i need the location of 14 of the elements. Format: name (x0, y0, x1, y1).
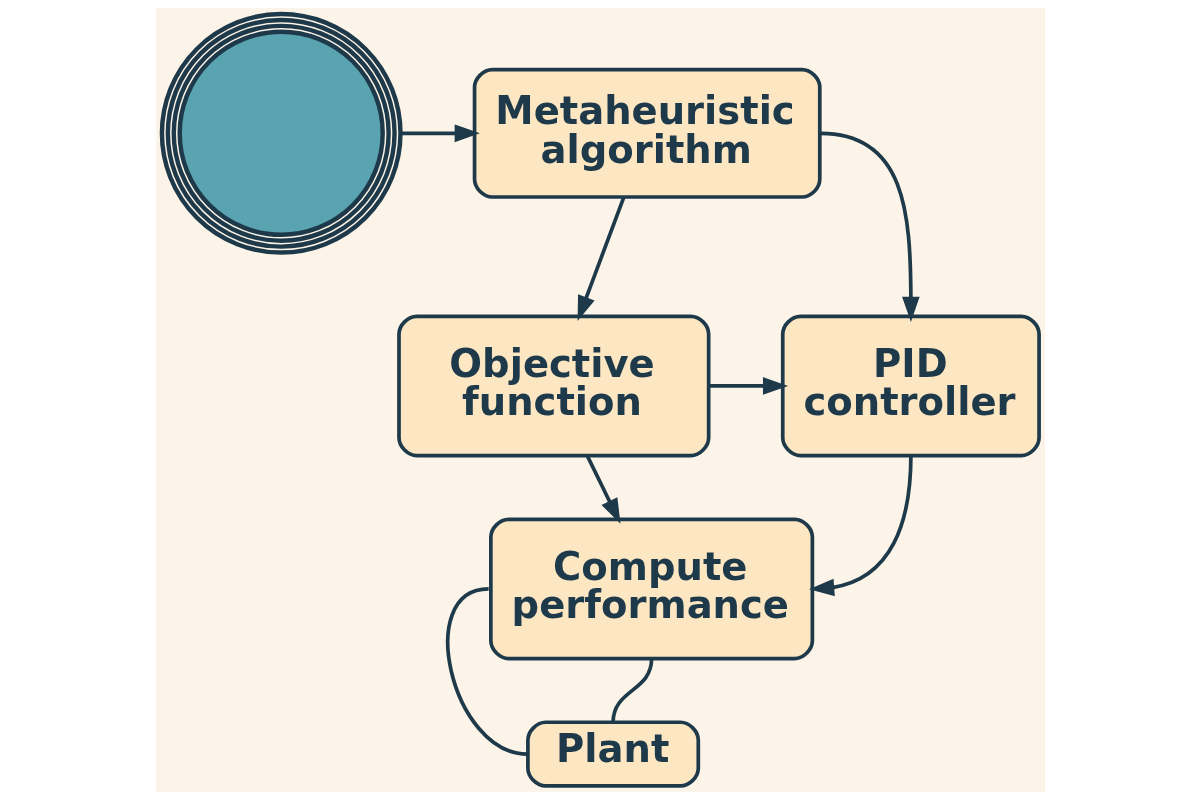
arrow (577, 196, 626, 322)
arrow (808, 455, 913, 597)
arrow (585, 454, 620, 524)
connector (445, 587, 527, 756)
node-box: Objective function (396, 314, 710, 458)
arrow (819, 131, 920, 322)
node-box: Plant (525, 720, 700, 788)
node-box: Compute performance (488, 517, 814, 661)
arrow (708, 377, 788, 395)
node-picture (159, 11, 403, 255)
connector (610, 658, 653, 723)
node-box: PID controller (780, 314, 1041, 458)
node-box: Metaheuristic algorithm (472, 67, 822, 199)
arrow (400, 124, 480, 143)
